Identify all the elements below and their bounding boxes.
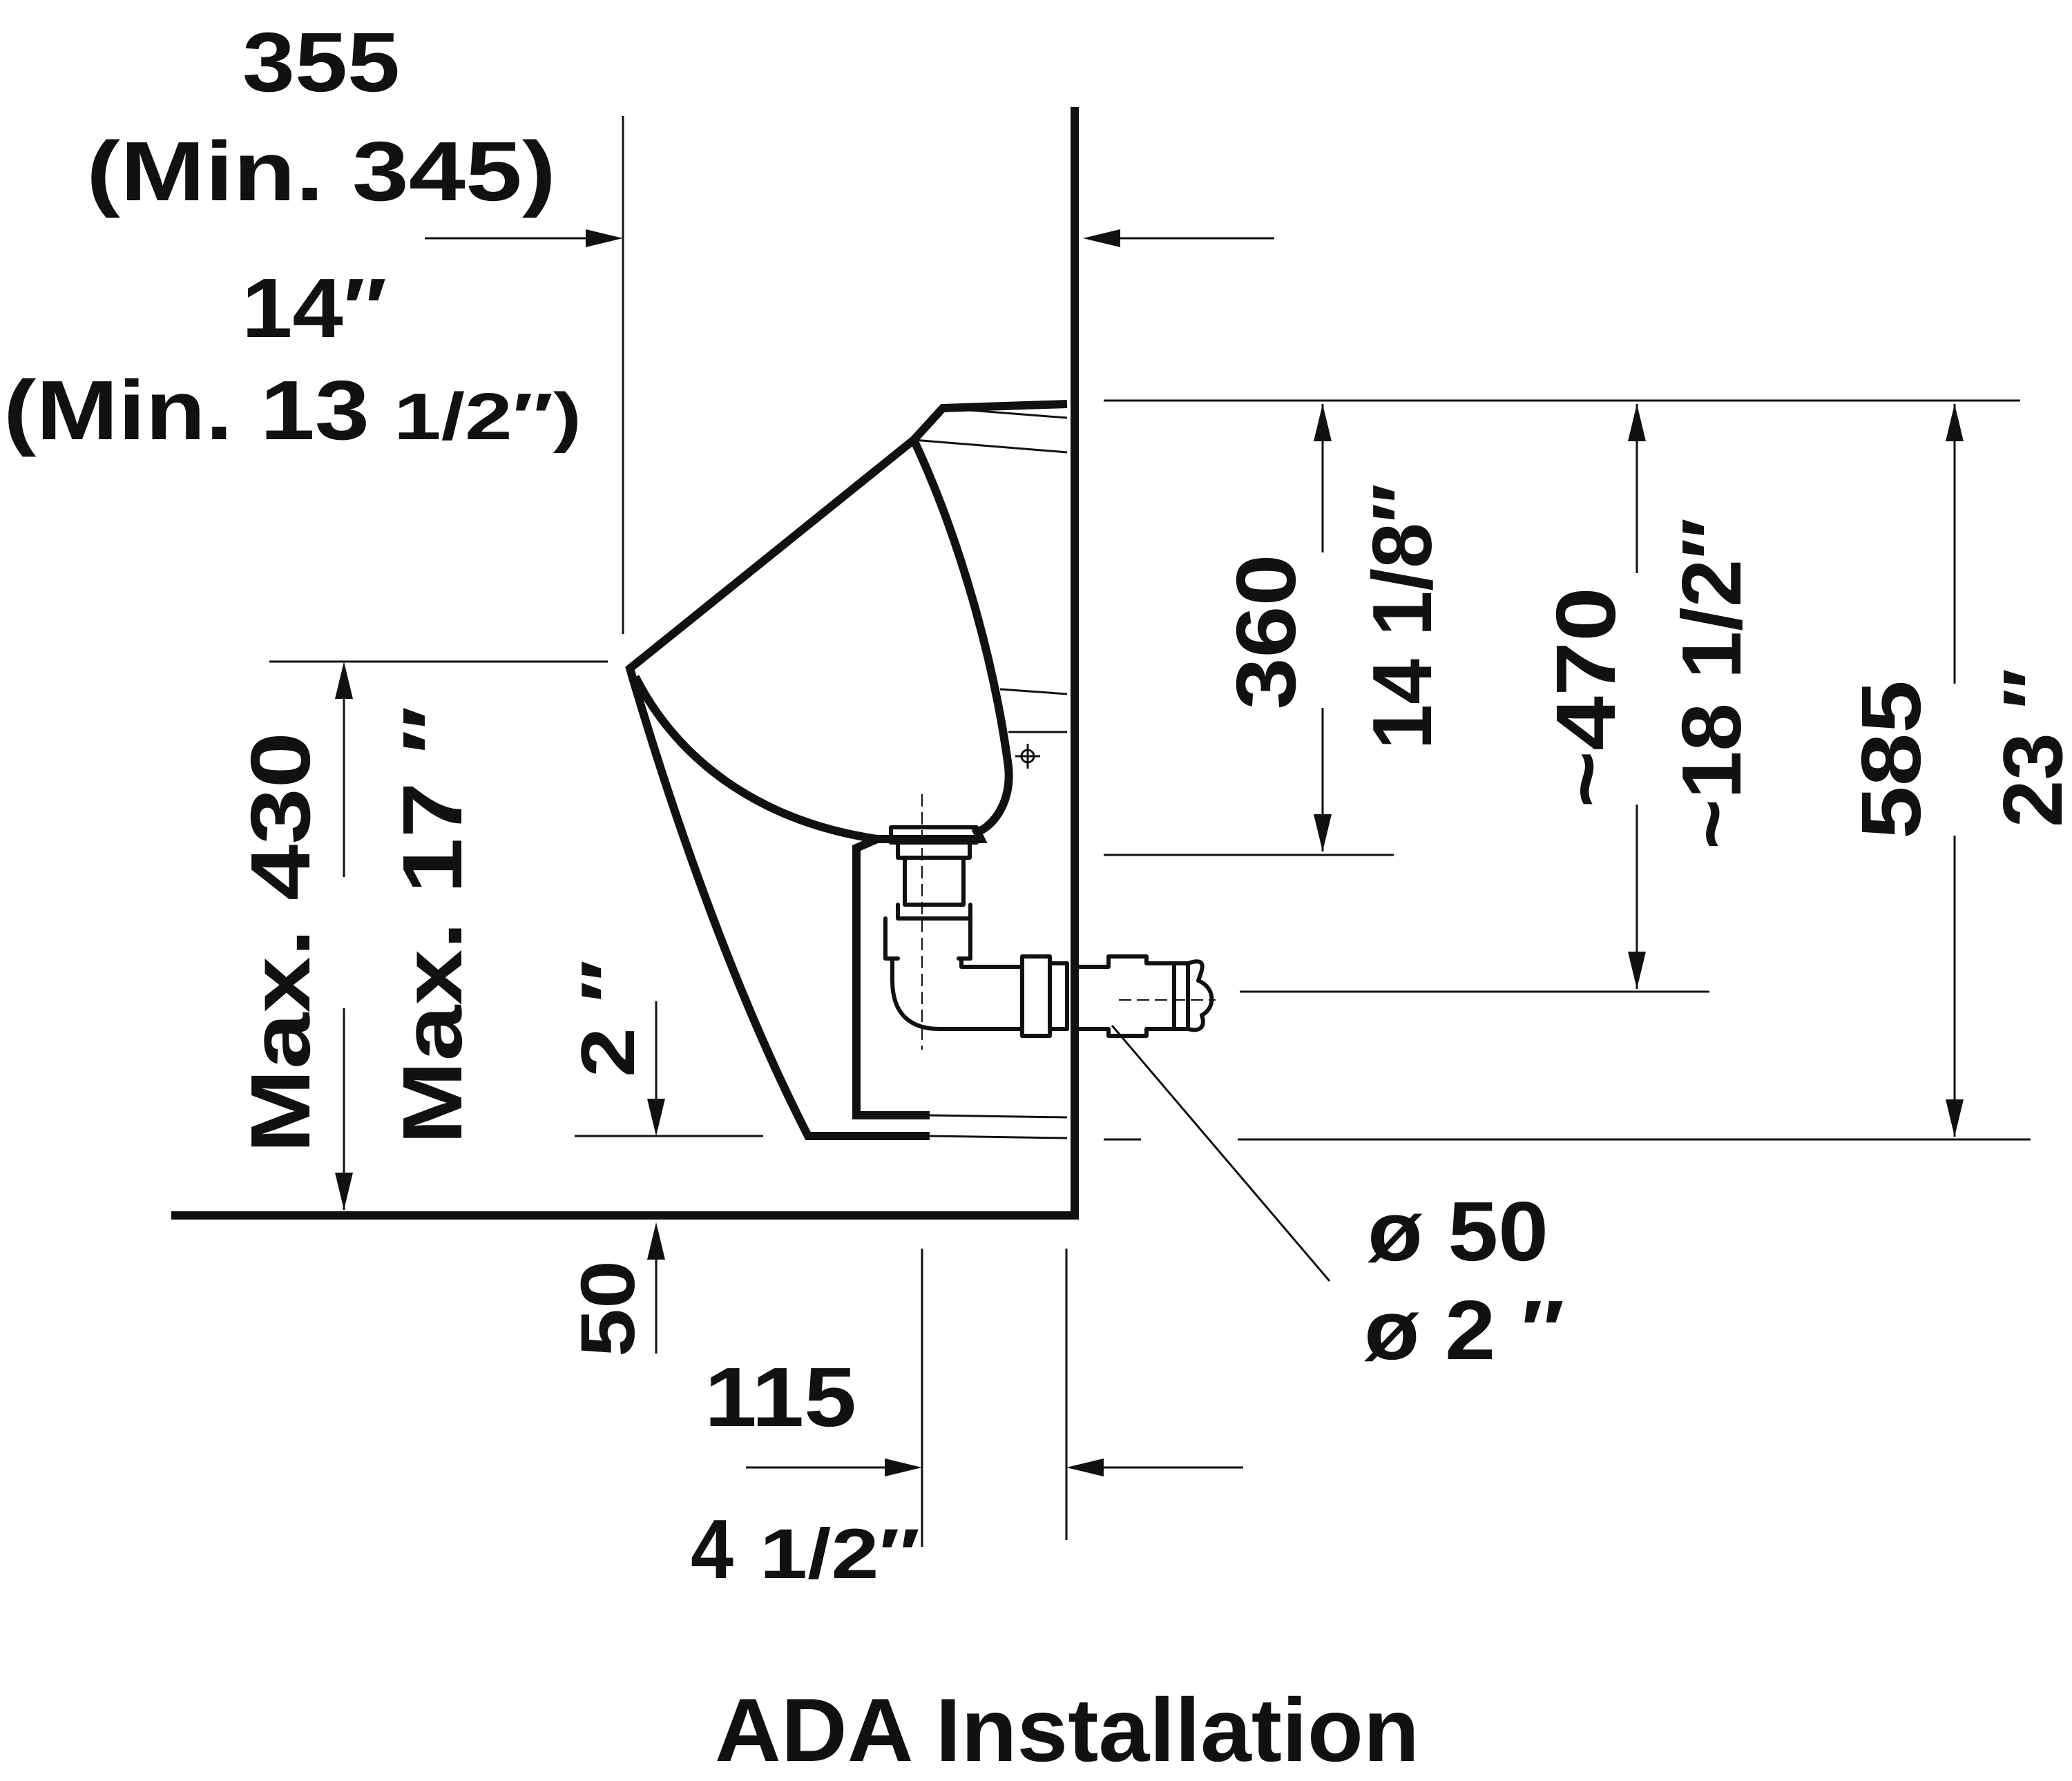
depth-in-label: 14″ — [242, 261, 387, 355]
dimension-labels: 355 (Min. 345) 14″ (Min. 13 1/2″) Max. 4… — [3, 15, 2072, 1596]
rim-height-mm-label: Max. 430 — [233, 732, 327, 1153]
inlet-in-label: 14 1/8″ — [1355, 484, 1449, 750]
trap-mm-label: 115 — [704, 1350, 856, 1444]
pipe-mm-label: ø 50 — [1368, 1184, 1548, 1278]
outlet-pipe — [1077, 954, 1176, 1038]
urinal-outline — [625, 400, 1068, 1140]
height-in-label: 23 ″ — [1986, 668, 2072, 827]
inlet-mm-label: 360 — [1219, 555, 1313, 710]
urinal-base — [929, 1114, 1068, 1139]
floor-mm-label: 50 — [566, 1260, 651, 1357]
urinal-rim — [913, 407, 1068, 454]
height-mm-label: 585 — [1844, 680, 1938, 839]
dimension-lines — [269, 116, 2031, 1547]
wall-and-floor — [171, 107, 1079, 1220]
rim-height-in-label: Max. 17 ″ — [385, 706, 479, 1145]
urinal-back-panel — [999, 688, 1068, 733]
pipe-in-label: ø 2 ″ — [1364, 1283, 1564, 1377]
urinal-trap-housing — [852, 835, 930, 1119]
fixing-point — [1015, 744, 1040, 769]
trap-in-fraction-label: 1/2″ — [760, 1514, 920, 1593]
urinal-outer-shell — [625, 400, 1068, 1140]
diagram-title: ADA Installation — [715, 1679, 1419, 1780]
urinal-inner-bowl — [631, 438, 1013, 843]
outlet-in-label: ~18 1/2″ — [1665, 518, 1758, 849]
waste-elbow — [890, 956, 1024, 1031]
waste-trap — [883, 794, 1216, 1050]
depth-mm-min-label: (Min. 345) — [86, 124, 556, 218]
trap-in-whole-label: 4 — [691, 1502, 733, 1596]
depth-in-min-fraction-label: 1/2″) — [394, 380, 582, 454]
depth-mm-label: 355 — [242, 15, 400, 109]
bottom-in-label: 2 ″ — [566, 960, 651, 1077]
depth-in-min-prefix-label: (Min. 13 — [3, 363, 370, 457]
outlet-mm-label: ~470 — [1539, 587, 1633, 808]
